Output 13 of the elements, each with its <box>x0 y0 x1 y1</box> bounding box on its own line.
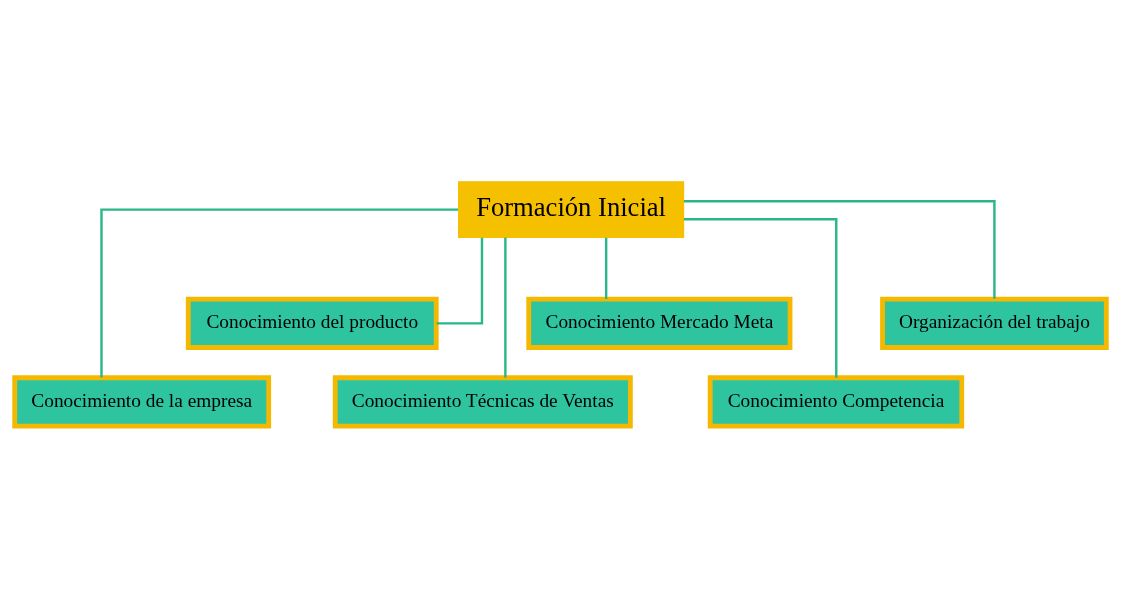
connector <box>436 237 484 325</box>
connector <box>504 237 507 378</box>
connector <box>683 217 838 378</box>
node-box: Formación Inicial <box>458 180 685 238</box>
connector <box>604 237 608 299</box>
connector <box>100 207 458 378</box>
node-box: Conocimiento Mercado Meta <box>526 296 793 350</box>
node-box: Conocimiento de la empresa <box>12 374 272 429</box>
node-box: Conocimiento del producto <box>185 296 439 350</box>
node-box: Conocimiento Técnicas de Ventas <box>332 374 633 429</box>
node-box: Conocimiento Competencia <box>707 374 965 429</box>
node-box: Organización del trabajo <box>880 296 1109 350</box>
connector <box>683 199 996 299</box>
